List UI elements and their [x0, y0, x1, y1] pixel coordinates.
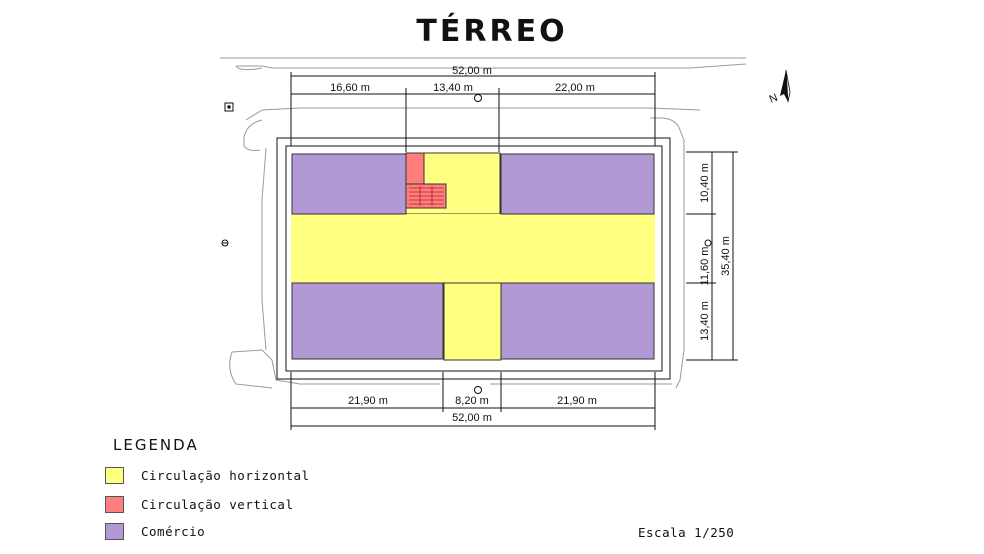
circulacao-horizontal-zone — [443, 282, 502, 361]
legend-label: Comércio — [141, 523, 206, 539]
legend-title: LEGENDA — [113, 436, 199, 454]
legend-item-circulacao-vertical: Circulação vertical — [105, 494, 294, 514]
building-outline — [276, 137, 671, 380]
dimension-lines — [290, 72, 738, 430]
right-total-dimension: 35,40 m — [720, 236, 732, 276]
page-title: TÉRREO — [416, 14, 568, 49]
legend-swatch — [105, 466, 124, 484]
legend-swatch — [105, 522, 124, 540]
bottom-segment-3: 21,90 m — [557, 395, 597, 407]
bottom-segment-2: 8,20 m — [455, 395, 489, 407]
dimension-texts: 52,00 m 16,60 m 13,40 m 22,00 m 21,90 m … — [330, 65, 732, 424]
zones — [291, 152, 655, 361]
right-segment-1: 10,40 m — [699, 163, 711, 203]
circulacao-vertical-zone — [405, 152, 425, 185]
legend-item-circulacao-horizontal: Circulação horizontal — [105, 465, 310, 485]
comercio-zone — [500, 282, 655, 360]
comercio-zone — [500, 153, 655, 215]
legend-swatch — [105, 495, 124, 513]
top-segment-1: 16,60 m — [330, 82, 370, 94]
circulacao-horizontal-zone — [291, 214, 655, 283]
stair-hatch — [409, 186, 444, 206]
scale-label: Escala 1/250 — [638, 525, 735, 540]
right-segment-3: 13,40 m — [699, 301, 711, 341]
north-label: N — [768, 92, 780, 106]
legend-label: Circulação vertical — [141, 496, 294, 512]
top-total-dimension: 52,00 m — [452, 65, 492, 77]
legend-item-comercio: Comércio — [105, 521, 205, 541]
comercio-zone — [291, 282, 444, 360]
bottom-total-dimension: 52,00 m — [452, 412, 492, 424]
legend-label: Circulação horizontal — [141, 467, 310, 483]
right-segment-2: 11,60 m — [699, 247, 711, 286]
section-markers — [221, 94, 712, 394]
top-segment-2: 13,40 m — [433, 82, 473, 94]
comercio-zone — [291, 153, 407, 215]
top-segment-3: 22,00 m — [555, 82, 595, 94]
north-arrow-icon: N — [768, 69, 791, 106]
bottom-segment-1: 21,90 m — [348, 395, 388, 407]
